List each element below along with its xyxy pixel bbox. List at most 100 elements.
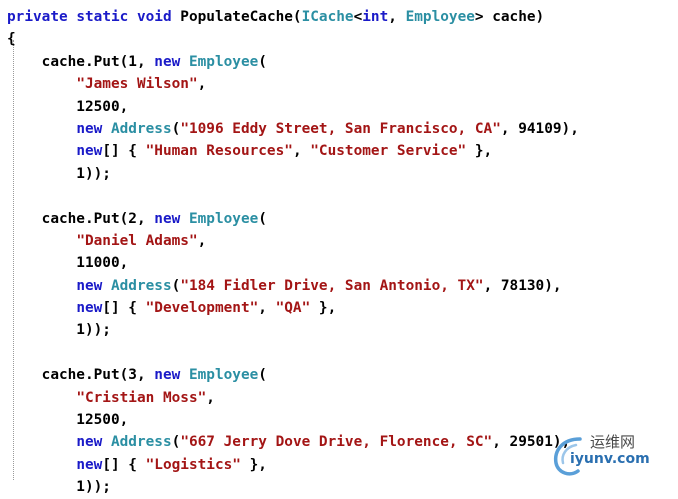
code-line[interactable]: "James Wilson",	[7, 73, 678, 95]
keyword-token: private	[7, 9, 68, 25]
code-token: (	[258, 53, 267, 70]
swirl-logo-icon	[553, 437, 582, 476]
code-area[interactable]: private static void PopulateCache(ICache…	[7, 6, 678, 499]
code-line[interactable]: 11000,	[7, 252, 678, 274]
type-token: Employee	[188, 210, 259, 227]
code-line[interactable]: cache.Put(3, new Employee(	[7, 364, 678, 386]
string-token: "Cristian Moss"	[76, 389, 207, 406]
code-token	[7, 143, 76, 159]
code-line[interactable]: {	[7, 28, 678, 50]
code-token: ,	[388, 9, 406, 25]
code-token: (	[258, 210, 267, 227]
code-token	[7, 76, 76, 92]
code-token: > cache)	[474, 9, 545, 25]
code-token: ,	[197, 76, 207, 93]
type-token: Address	[110, 120, 172, 137]
code-token: },	[466, 143, 493, 160]
code-line[interactable]: new Address("667 Jerry Dove Drive, Flore…	[7, 431, 678, 453]
indent-guide	[13, 40, 15, 480]
code-token: {	[7, 31, 16, 48]
watermark-url: iyunv.com	[570, 451, 650, 467]
code-token	[180, 367, 189, 383]
type-token: Employee	[188, 367, 259, 384]
code-token	[7, 390, 76, 406]
keyword-token: new	[154, 367, 181, 384]
code-token: <	[353, 9, 363, 25]
code-token	[7, 278, 76, 294]
code-line[interactable]: new[] { "Human Resources", "Customer Ser…	[7, 140, 678, 162]
keyword-token: new	[76, 434, 103, 451]
keyword-token: int	[362, 9, 389, 25]
watermark: 运维网 iyunv.com	[550, 431, 670, 479]
code-line[interactable]	[7, 342, 678, 364]
code-line[interactable]	[7, 185, 678, 207]
code-token: },	[240, 456, 267, 473]
code-token: 12500,	[7, 98, 129, 115]
code-token: , 29501),	[492, 434, 571, 451]
code-line[interactable]: "Cristian Moss",	[7, 387, 678, 409]
code-token: 1));	[7, 479, 111, 496]
code-token: cache.Put(3,	[7, 367, 155, 384]
code-token: ,	[206, 389, 215, 406]
code-line[interactable]: cache.Put(2, new Employee(	[7, 208, 678, 230]
code-token: [] {	[102, 143, 146, 160]
code-line[interactable]: 12500,	[7, 96, 678, 118]
code-token: , 94109),	[500, 120, 579, 137]
code-token: , 78130),	[483, 277, 562, 294]
code-line[interactable]: 12500,	[7, 409, 678, 431]
code-token	[180, 54, 189, 70]
string-token: "Customer Service"	[310, 143, 467, 160]
keyword-token: new	[76, 143, 103, 160]
code-token: cache.Put(2,	[7, 210, 155, 227]
code-token	[128, 9, 137, 25]
code-token	[102, 434, 111, 450]
code-token	[7, 233, 76, 249]
code-line[interactable]: "Daniel Adams",	[7, 230, 678, 252]
string-token: "Daniel Adams"	[76, 232, 198, 249]
keyword-token: new	[76, 277, 103, 294]
keyword-token: new	[76, 120, 103, 137]
code-token	[180, 211, 189, 227]
code-token: (	[171, 120, 181, 137]
code-token: 11000,	[7, 255, 129, 272]
code-token: [] {	[102, 300, 146, 317]
code-token	[7, 300, 76, 316]
string-token: "Development"	[145, 300, 259, 317]
code-line[interactable]: 1));	[7, 476, 678, 498]
code-token: PopulateCache(	[171, 9, 302, 25]
code-token: (	[171, 434, 181, 451]
code-line[interactable]: cache.Put(1, new Employee(	[7, 51, 678, 73]
code-token: },	[310, 300, 337, 317]
string-token: "QA"	[275, 300, 311, 317]
code-token: 1));	[7, 165, 111, 182]
code-line[interactable]: 1));	[7, 163, 678, 185]
keyword-token: static	[76, 9, 129, 25]
string-token: "667 Jerry Dove Drive, Florence, SC"	[180, 434, 493, 451]
string-token: "184 Fidler Drive, San Antonio, TX"	[180, 277, 484, 294]
keyword-token: void	[136, 9, 172, 25]
keyword-token: new	[154, 53, 181, 70]
string-token: "Human Resources"	[145, 143, 293, 160]
code-line[interactable]: new[] { "Development", "QA" },	[7, 297, 678, 319]
code-token: ,	[258, 300, 276, 317]
code-token: 12500,	[7, 412, 129, 429]
code-line[interactable]: new Address("184 Fidler Drive, San Anton…	[7, 275, 678, 297]
code-token: 1));	[7, 322, 111, 339]
code-line[interactable]: private static void PopulateCache(ICache…	[7, 6, 678, 28]
code-token: [] {	[102, 456, 146, 473]
code-token	[102, 121, 111, 137]
code-line[interactable]: 1));	[7, 319, 678, 341]
code-token	[7, 457, 76, 473]
watermark-text: 运维网	[590, 433, 636, 451]
string-token: "James Wilson"	[76, 76, 198, 93]
type-token: Address	[110, 277, 172, 294]
type-token: ICache	[301, 9, 354, 25]
keyword-token: new	[76, 300, 103, 317]
code-token: cache.Put(1,	[7, 53, 155, 70]
string-token: "1096 Eddy Street, San Francisco, CA"	[180, 120, 501, 137]
code-token: (	[171, 277, 181, 294]
type-token: Employee	[405, 9, 475, 25]
code-line[interactable]: new[] { "Logistics" },	[7, 454, 678, 476]
code-line[interactable]: new Address("1096 Eddy Street, San Franc…	[7, 118, 678, 140]
